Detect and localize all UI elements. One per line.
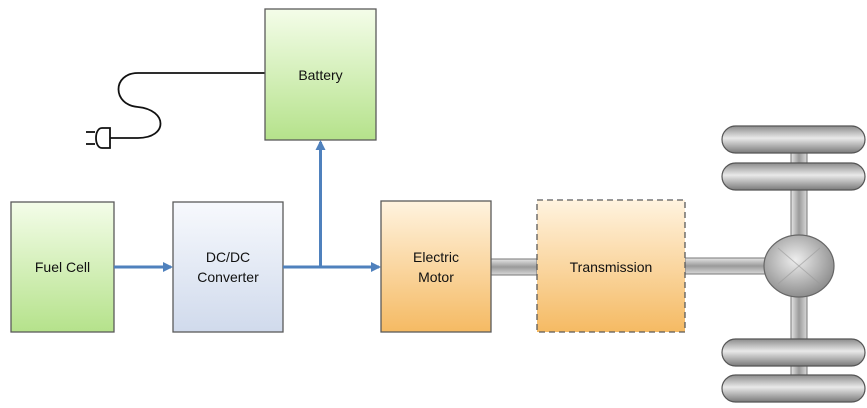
motor-label-line-1: Electric <box>413 249 459 265</box>
transmission-block: Transmission <box>536 199 686 333</box>
converter-label-line-2: Converter <box>197 269 259 285</box>
transmission-label: Transmission <box>570 259 653 275</box>
power-flow-arrows <box>114 140 381 272</box>
wheel-bottom-inner <box>721 338 866 367</box>
wheel-bottom-outer <box>721 374 866 403</box>
battery-block: Battery <box>264 8 377 141</box>
shaft-transmission-differential <box>684 257 771 275</box>
charging-cord <box>110 72 265 139</box>
shaft-motor-transmission <box>490 258 538 276</box>
axle-assembly <box>721 125 866 403</box>
dc-dc-converter-block: DC/DC Converter <box>172 201 284 333</box>
plug-icon <box>86 127 111 149</box>
wheel-top-outer <box>721 125 866 154</box>
wheel-top-inner <box>721 162 866 191</box>
battery-label: Battery <box>298 67 342 83</box>
converter-label-line-1: DC/DC <box>206 249 250 265</box>
motor-label-line-2: Motor <box>418 269 454 285</box>
electric-motor-block: Electric Motor <box>380 200 492 333</box>
fuel-cell-label: Fuel Cell <box>35 259 90 275</box>
fuel-cell-block: Fuel Cell <box>10 201 115 333</box>
